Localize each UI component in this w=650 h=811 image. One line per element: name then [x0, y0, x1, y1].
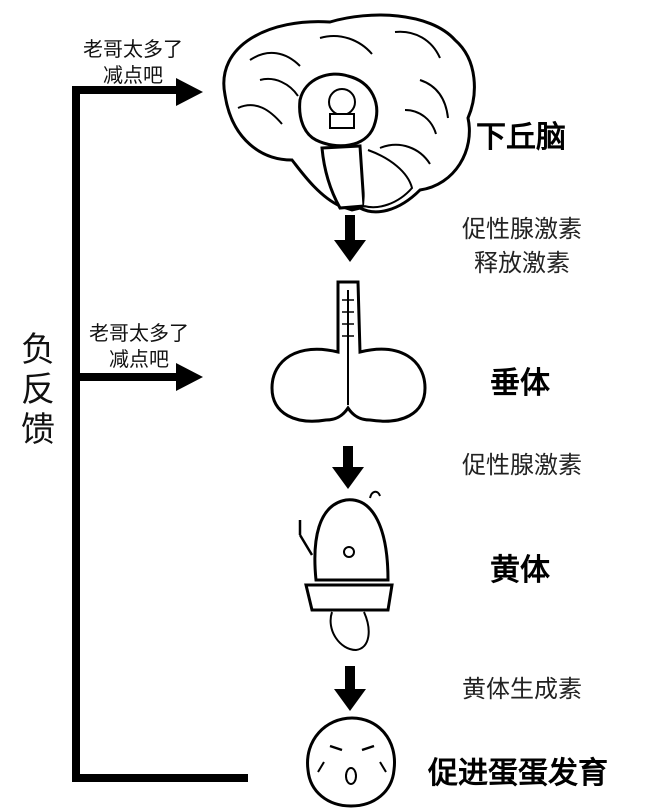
- hormone-gnrh-line2: 释放激素: [474, 249, 570, 277]
- inhibit-note-top-line1: 老哥太多了: [83, 37, 183, 61]
- hormone-gnrh: 促性腺激素 释放激素: [442, 212, 602, 280]
- down-arrow-3: [334, 666, 366, 711]
- arrow-to-pituitary: [176, 363, 203, 391]
- inhibit-note-top: 老哥太多了 减点吧: [58, 36, 208, 88]
- inhibit-note-mid-line1: 老哥太多了: [89, 321, 189, 345]
- inhibit-note-mid-line2: 减点吧: [109, 347, 169, 371]
- down-arrow-1: [334, 215, 366, 262]
- arrow-to-hypothalamus: [176, 78, 203, 106]
- inhibit-note-top-line2: 减点吧: [103, 63, 163, 87]
- brain-illustration: [222, 13, 476, 214]
- feedback-loop-line: [72, 86, 248, 782]
- pituitary-illustration: [270, 280, 427, 423]
- stage-outcome: 促进蛋蛋发育: [428, 756, 608, 791]
- down-arrow-2: [332, 446, 364, 489]
- egg-character: [306, 716, 396, 808]
- stage-corpus-luteum: 黄体: [490, 553, 550, 588]
- stage-hypothalamus: 下丘脑: [476, 120, 566, 155]
- inhibit-note-mid: 老哥太多了 减点吧: [64, 320, 214, 372]
- stage-pituitary: 垂体: [490, 366, 550, 401]
- hormone-lh: 黄体生成素: [462, 675, 582, 703]
- hormone-gnrh-line1: 促性腺激素: [462, 215, 582, 243]
- corpus-luteum-character: [298, 490, 394, 652]
- feedback-label: 负反馈: [18, 330, 58, 450]
- hormone-gonadotropin: 促性腺激素: [462, 451, 582, 479]
- feedback-label-text: 负反馈: [21, 330, 55, 450]
